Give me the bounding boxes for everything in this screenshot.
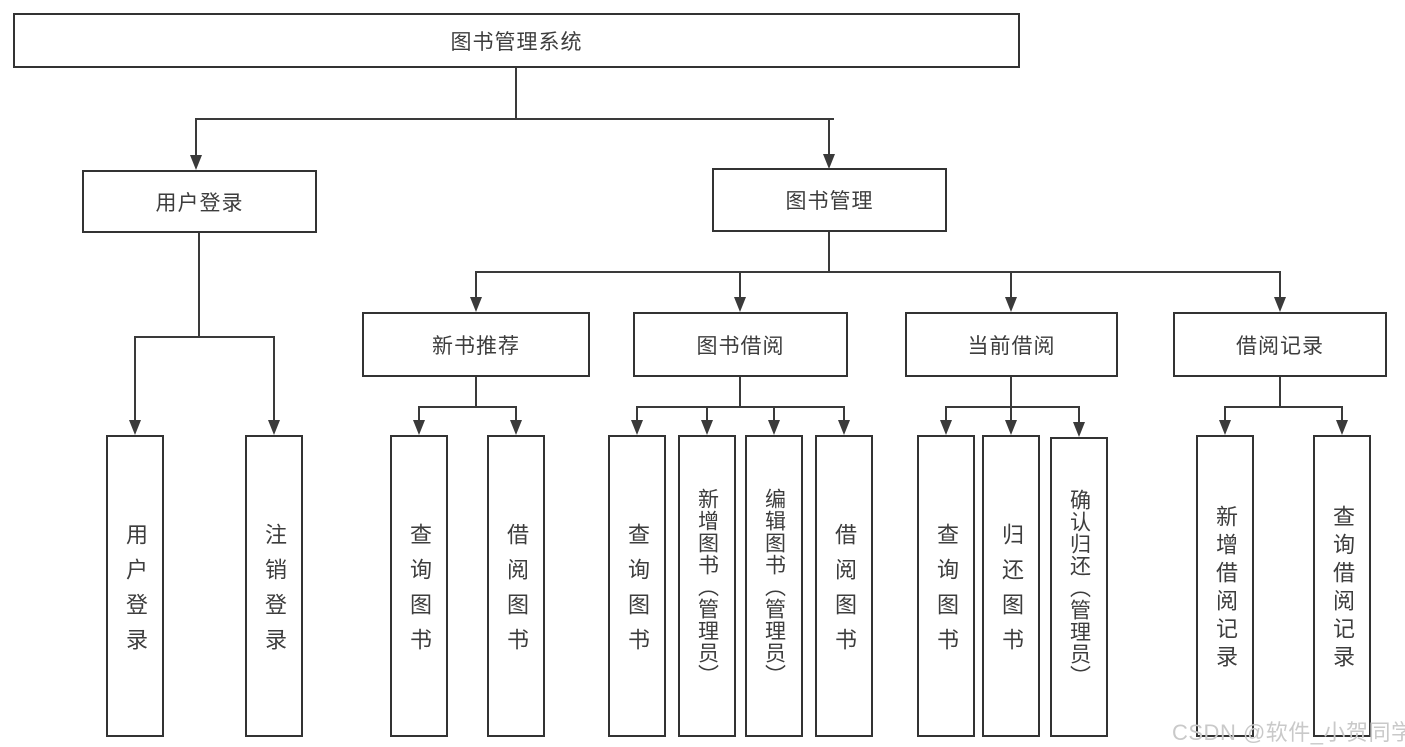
leaf-edit-book-admin: 编辑图书（管理员） <box>745 435 803 737</box>
arrow-down-icon <box>1005 420 1017 435</box>
arrow-down-icon <box>510 420 522 435</box>
connector-line <box>1224 406 1226 422</box>
node-library-management-system: 图书管理系统 <box>13 13 1020 68</box>
node-book-borrowing: 图书借阅 <box>633 312 848 377</box>
connector-line <box>636 406 638 422</box>
arrow-down-icon <box>734 297 746 312</box>
leaf-add-book-admin: 新增图书（管理员） <box>678 435 736 737</box>
arrow-down-icon <box>1073 422 1085 437</box>
connector-line <box>515 406 517 422</box>
node-label: 图书管理系统 <box>450 30 583 54</box>
connector-line <box>1010 406 1012 422</box>
arrow-down-icon <box>631 420 643 435</box>
leaf-label: 确认归还（管理员） <box>1067 488 1091 687</box>
leaf-query-books-borrowing: 查询图书 <box>608 435 666 737</box>
arrow-down-icon <box>1274 297 1286 312</box>
csdn-watermark: CSDN @软件_小贺同学 <box>1172 720 1405 745</box>
leaf-logout: 注销登录 <box>245 435 303 737</box>
arrow-down-icon <box>838 420 850 435</box>
arrow-down-icon <box>190 155 202 170</box>
connector-line <box>828 118 830 158</box>
connector-line <box>515 68 517 120</box>
connector-line <box>475 271 477 299</box>
arrow-down-icon <box>1005 297 1017 312</box>
leaf-return-books: 归还图书 <box>982 435 1040 737</box>
leaf-label: 注销登录 <box>262 522 287 663</box>
leaf-query-borrow-record: 查询借阅记录 <box>1313 435 1371 737</box>
connector-line <box>636 406 845 408</box>
connector-line <box>1279 271 1281 299</box>
connector-line <box>134 336 275 338</box>
arrow-down-icon <box>701 420 713 435</box>
node-new-book-recommend: 新书推荐 <box>362 312 590 377</box>
leaf-label: 新增借阅记录 <box>1213 505 1238 673</box>
node-book-management: 图书管理 <box>712 168 947 232</box>
leaf-add-borrow-record: 新增借阅记录 <box>1196 435 1254 737</box>
connector-line <box>418 406 420 422</box>
connector-line <box>706 406 708 422</box>
node-label: 图书管理 <box>785 190 874 213</box>
node-label: 新书推荐 <box>432 334 520 358</box>
connector-line <box>739 377 741 408</box>
leaf-label: 归还图书 <box>999 522 1024 663</box>
connector-line <box>945 406 947 422</box>
node-label: 借阅记录 <box>1236 334 1324 358</box>
connector-line <box>843 406 845 422</box>
leaf-label: 用户登录 <box>123 522 148 663</box>
arrow-down-icon <box>1336 420 1348 435</box>
connector-line <box>828 232 830 273</box>
connector-line <box>739 271 741 299</box>
node-label: 用户登录 <box>155 191 244 215</box>
node-label: 当前借阅 <box>967 334 1056 358</box>
arrow-down-icon <box>823 154 835 169</box>
arrow-down-icon <box>768 420 780 435</box>
arrow-down-icon <box>268 420 280 435</box>
connector-line <box>195 118 197 158</box>
connector-line <box>273 336 275 421</box>
arrow-down-icon <box>129 420 141 435</box>
leaf-user-login: 用户登录 <box>106 435 164 737</box>
connector-line <box>1010 377 1012 408</box>
connector-line <box>945 406 1080 408</box>
leaf-label: 新增图书（管理员） <box>695 487 719 686</box>
connector-line <box>198 233 200 338</box>
arrow-down-icon <box>940 420 952 435</box>
leaf-query-books-recommend: 查询图书 <box>390 435 448 737</box>
leaf-label: 查询图书 <box>625 522 650 663</box>
node-label: 图书借阅 <box>696 334 785 358</box>
leaf-label: 查询图书 <box>407 522 432 663</box>
leaf-label: 借阅图书 <box>832 522 857 663</box>
leaf-label: 编辑图书（管理员） <box>762 487 786 686</box>
node-borrow-records: 借阅记录 <box>1173 312 1387 377</box>
connector-line <box>773 406 775 422</box>
connector-line <box>475 377 477 408</box>
arrow-down-icon <box>413 420 425 435</box>
leaf-query-books-current: 查询图书 <box>917 435 975 737</box>
connector-line <box>1010 271 1012 299</box>
connector-line <box>1279 377 1281 408</box>
leaf-borrow-books: 借阅图书 <box>815 435 873 737</box>
leaf-label: 借阅图书 <box>504 522 529 663</box>
connector-line <box>134 336 136 421</box>
connector-line <box>195 118 834 120</box>
arrow-down-icon <box>1219 420 1231 435</box>
leaf-confirm-return-admin: 确认归还（管理员） <box>1050 437 1108 737</box>
connector-line <box>1078 406 1080 424</box>
connector-line <box>1224 406 1343 408</box>
leaf-borrow-books-recommend: 借阅图书 <box>487 435 545 737</box>
leaf-label: 查询借阅记录 <box>1330 505 1355 673</box>
node-current-borrowing: 当前借阅 <box>905 312 1118 377</box>
leaf-label: 查询图书 <box>934 522 959 663</box>
node-user-login: 用户登录 <box>82 170 317 233</box>
connector-line <box>1341 406 1343 422</box>
connector-line <box>418 406 517 408</box>
connector-line <box>475 271 1281 273</box>
arrow-down-icon <box>470 297 482 312</box>
